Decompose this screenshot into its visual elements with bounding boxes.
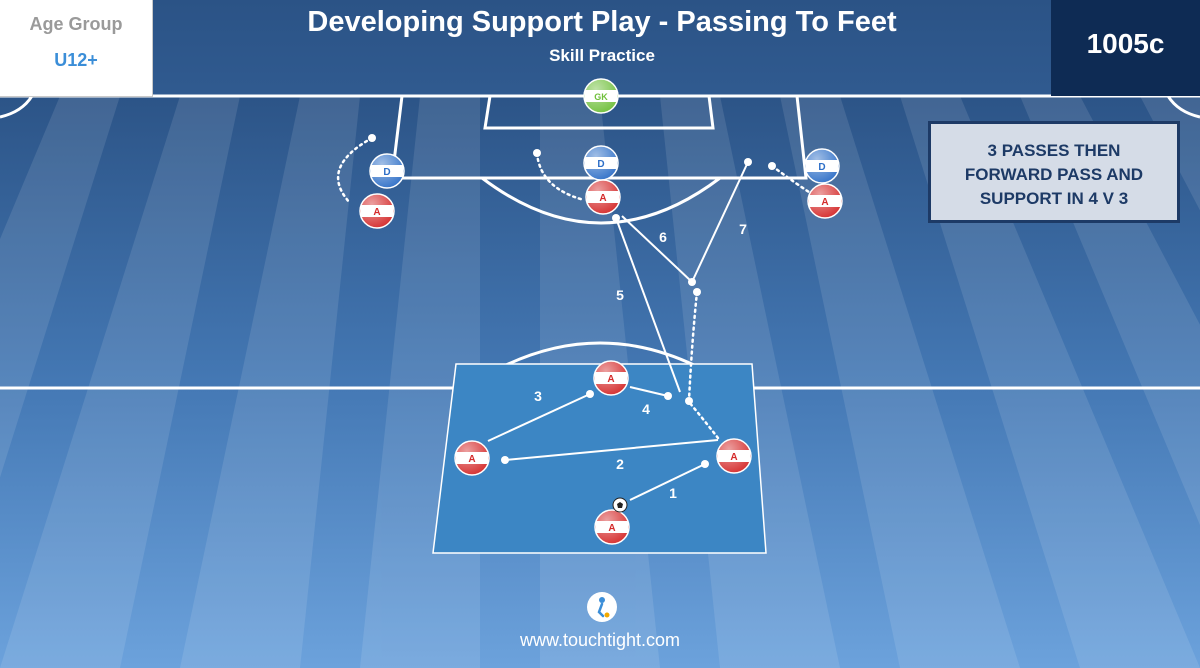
run-left-attacker: [336, 136, 374, 205]
pass-point: [664, 392, 672, 400]
pass-1-line: [629, 463, 706, 501]
instruction-line-3: SUPPORT IN 4 V 3: [979, 189, 1129, 208]
pass-point: [586, 390, 594, 398]
drill-code: 1005c: [1086, 28, 1165, 59]
pass-7-line: [691, 161, 749, 283]
pass-point: [768, 162, 776, 170]
players: GK D D D A A A A A A A: [359, 78, 843, 545]
attacker-token: A: [807, 183, 843, 219]
pass-points: [368, 134, 776, 468]
player-label: A: [821, 197, 828, 208]
run-centre-attacker: [535, 151, 586, 202]
pass-point: [501, 456, 509, 464]
instruction-line-1: 3 PASSES THEN: [987, 141, 1121, 160]
defender-token: D: [804, 148, 840, 184]
football-icon: [612, 497, 628, 513]
penalty-arc: [481, 176, 721, 225]
attacker-token: A: [716, 438, 752, 474]
instruction-line-2: FORWARD PASS AND: [964, 165, 1144, 184]
player-label: A: [607, 374, 614, 385]
pass-numbers: 1 2 3 4 5 6 7: [534, 221, 747, 501]
pass-number-2: 2: [616, 456, 624, 472]
pass-4-line: [629, 386, 669, 397]
defender-token: D: [369, 153, 405, 189]
pass-point: [685, 397, 693, 405]
pass-2-line: [504, 439, 719, 461]
instruction-box: 3 PASSES THEN FORWARD PASS AND SUPPORT I…: [928, 121, 1180, 223]
page-title: Developing Support Play - Passing To Fee…: [307, 6, 897, 38]
pass-6-line: [621, 215, 693, 283]
pass-point: [744, 158, 752, 166]
age-group-value: U12+: [54, 50, 98, 70]
instruction-text: 3 PASSES THEN FORWARD PASS AND SUPPORT I…: [931, 139, 1177, 211]
pass-number-6: 6: [659, 229, 667, 245]
touchtight-logo-icon: [587, 592, 617, 622]
corner-arc-left: [0, 95, 34, 119]
pass-3-line: [487, 393, 591, 442]
attacker-token: A: [593, 360, 629, 396]
pass-point: [612, 214, 620, 222]
player-label: A: [599, 193, 606, 204]
player-label: A: [373, 207, 380, 218]
age-group-label: Age Group: [29, 14, 123, 34]
website-link[interactable]: www.touchtight.com: [519, 630, 681, 650]
age-group-panel: Age Group U12+: [0, 0, 153, 97]
pass-point: [688, 278, 696, 286]
attacker-token: A: [585, 179, 621, 215]
attacker-token: A: [454, 440, 490, 476]
attacker-token: A: [359, 193, 395, 229]
pass-point: [368, 134, 376, 142]
centre-circle: [503, 341, 697, 368]
pass-number-7: 7: [739, 221, 747, 237]
header: Developing Support Play - Passing To Fee…: [153, 0, 1051, 82]
drill-code-panel: 1005c: [1051, 0, 1200, 96]
corner-arc-right: [1166, 95, 1200, 119]
pass-lines: [487, 161, 749, 501]
practice-area: [432, 363, 767, 554]
run-support: [687, 400, 720, 440]
player-label: D: [818, 162, 825, 173]
pass-number-5: 5: [616, 287, 624, 303]
player-label: A: [468, 454, 475, 465]
defender-token: D: [583, 145, 619, 181]
run-forward: [687, 290, 699, 402]
pass-point: [701, 460, 709, 468]
player-label: A: [730, 452, 737, 463]
player-label: D: [597, 159, 604, 170]
goalkeeper-token: GK: [583, 78, 619, 114]
page-subtitle: Skill Practice: [549, 46, 655, 65]
pass-number-1: 1: [669, 485, 677, 501]
pass-5-line: [615, 217, 681, 393]
player-label: A: [608, 523, 615, 534]
pass-number-3: 3: [534, 388, 542, 404]
attacker-token: A: [594, 509, 630, 545]
pass-point: [693, 288, 701, 296]
pass-number-4: 4: [642, 401, 650, 417]
six-yard-box: [483, 95, 715, 130]
player-label: D: [383, 167, 390, 178]
player-label: GK: [594, 92, 608, 102]
pass-point: [533, 149, 541, 157]
